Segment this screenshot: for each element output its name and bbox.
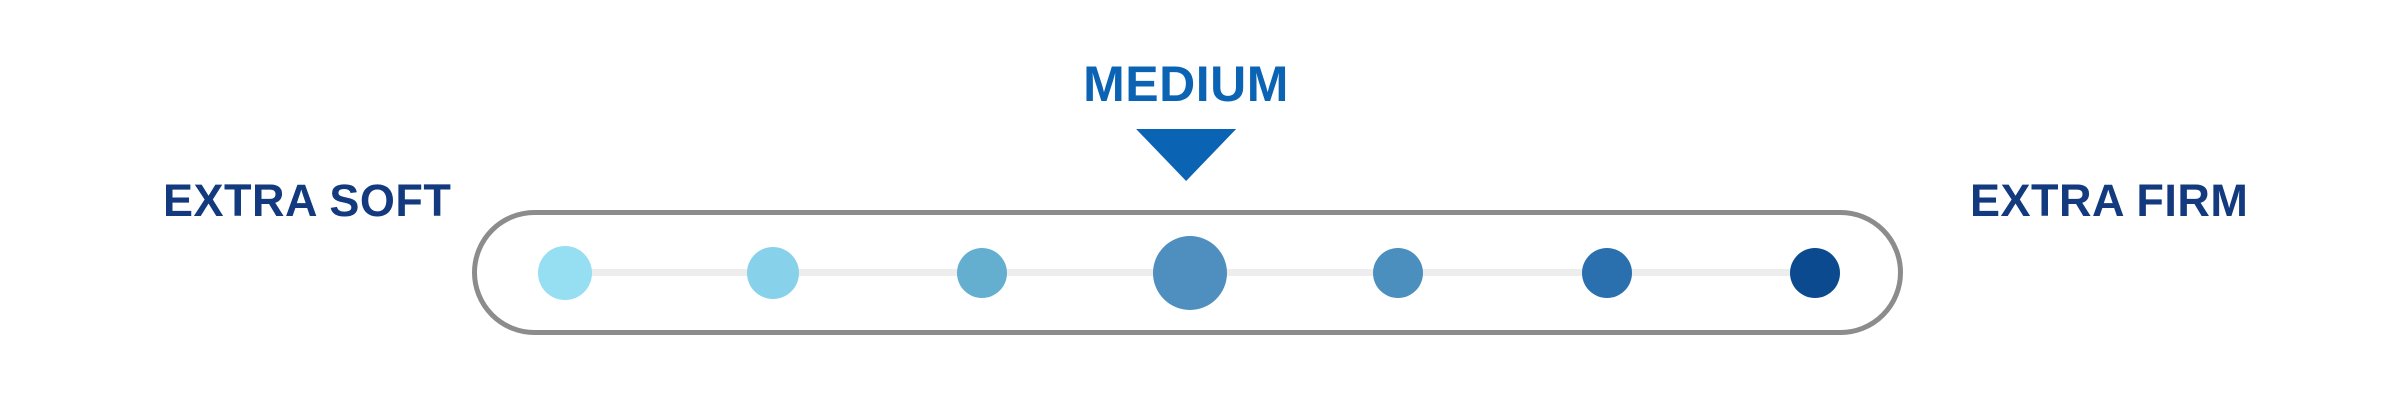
selected-value-callout: MEDIUM bbox=[1083, 58, 1289, 181]
firmness-dot-firm[interactable] bbox=[1582, 247, 1632, 298]
scale-label-extra-firm: EXTRA FIRM bbox=[1970, 174, 2249, 226]
scale-label-extra-soft: EXTRA SOFT bbox=[163, 174, 452, 226]
selected-value-label: MEDIUM bbox=[1083, 56, 1289, 112]
firmness-dot-medium-firm[interactable] bbox=[1373, 247, 1423, 298]
firmness-dot-extra-soft[interactable] bbox=[538, 245, 592, 300]
firmness-dot-soft[interactable] bbox=[747, 246, 799, 299]
firmness-dot-medium-soft[interactable] bbox=[957, 247, 1007, 298]
track-inner bbox=[477, 215, 1898, 330]
firmness-dot-extra-firm[interactable] bbox=[1790, 247, 1840, 298]
firmness-track[interactable] bbox=[472, 210, 1903, 335]
firmness-dot-medium[interactable] bbox=[1153, 235, 1227, 310]
triangle-down-icon bbox=[1135, 128, 1236, 181]
